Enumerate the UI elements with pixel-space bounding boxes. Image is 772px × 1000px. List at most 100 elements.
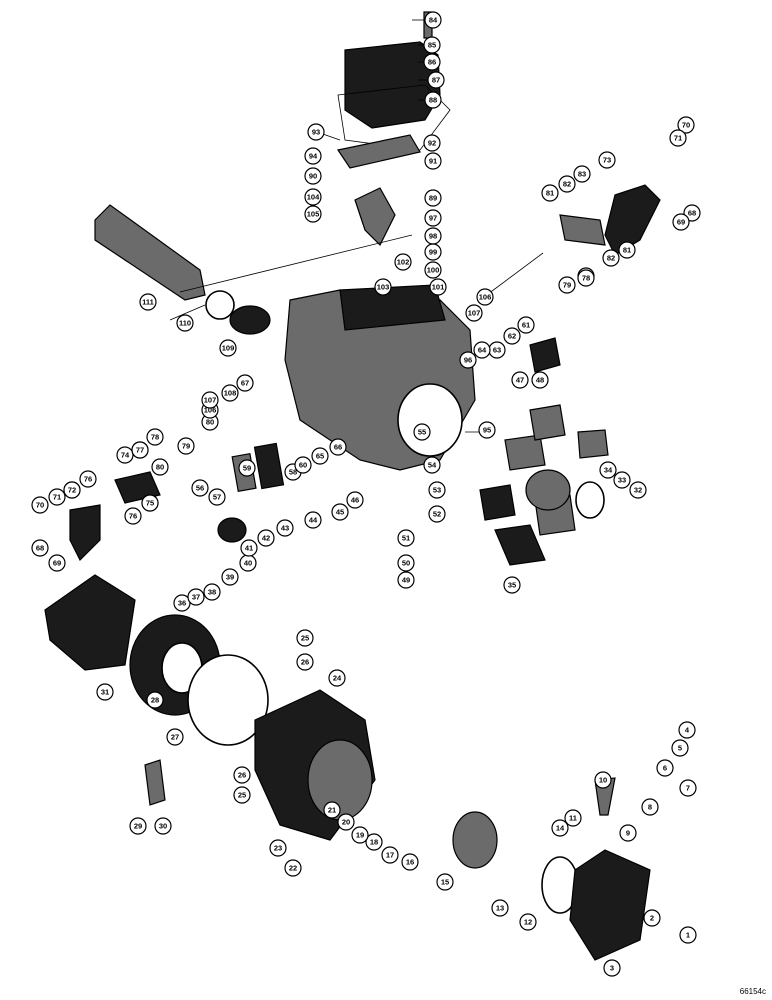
callout-number: 97: [429, 214, 437, 223]
end-plate-housing: [44, 574, 136, 671]
callout-5: 5: [671, 739, 689, 757]
callout-circle: [473, 341, 491, 359]
callout-number: 11: [569, 814, 577, 823]
callout-number: 88: [429, 96, 437, 105]
callout-number: 62: [508, 332, 516, 341]
callout-circle: [478, 421, 496, 439]
callout-number: 93: [312, 128, 320, 137]
callout-23: 23: [269, 839, 287, 857]
callout-circle: [629, 481, 647, 499]
callout-number: 24: [333, 674, 342, 683]
callout-44: 44: [304, 511, 322, 529]
callout-number: 21: [328, 806, 336, 815]
callout-number: 71: [53, 493, 61, 502]
callout-number: 61: [522, 321, 530, 330]
callout-circle: [304, 188, 322, 206]
callout-number: 68: [688, 209, 696, 218]
callout-15: 15: [436, 873, 454, 891]
callout-107: 107: [201, 391, 219, 409]
callout-circle: [503, 576, 521, 594]
callout-number: 73: [603, 156, 611, 165]
o-ring-large: [187, 654, 269, 746]
callout-6: 6: [656, 759, 674, 777]
callout-53: 53: [428, 481, 446, 499]
callout-number: 75: [146, 499, 154, 508]
callout-number: 76: [129, 512, 137, 521]
callout-number: 40: [244, 559, 252, 568]
callout-circle: [669, 129, 687, 147]
callout-25: 25: [233, 786, 251, 804]
callout-circle: [613, 471, 631, 489]
callout-circle: [679, 926, 697, 944]
callout-94: 94: [304, 147, 322, 165]
callout-number: 95: [483, 426, 491, 435]
callout-circle: [328, 669, 346, 687]
callout-11: 11: [564, 809, 582, 827]
callout-68: 68: [683, 204, 701, 222]
figure-code: 66154c: [739, 987, 766, 996]
callout-circle: [671, 739, 689, 757]
callout-circle: [139, 293, 157, 311]
callout-20: 20: [337, 813, 355, 831]
callout-circle: [672, 213, 690, 231]
callout-number: 79: [563, 281, 571, 290]
callout-85: 85: [423, 36, 441, 54]
callout-62: 62: [503, 327, 521, 345]
callout-number: 78: [151, 433, 159, 442]
callout-92: 92: [423, 134, 441, 152]
callout-number: 25: [301, 634, 309, 643]
callout-35: 35: [503, 576, 521, 594]
callout-101: 101: [429, 278, 447, 296]
callout-circle: [511, 371, 529, 389]
weight-segment: [529, 404, 566, 441]
callout-circle: [401, 853, 419, 871]
callout-number: 34: [604, 466, 613, 475]
callout-number: 102: [397, 258, 410, 267]
callout-circle: [304, 167, 322, 185]
callout-circle: [116, 446, 134, 464]
weight-segment: [479, 484, 516, 521]
callout-circle: [269, 839, 287, 857]
callout-number: 81: [623, 246, 631, 255]
callout-circle: [519, 913, 537, 931]
callout-circle: [311, 447, 329, 465]
callout-70: 70: [677, 116, 695, 134]
callout-circle: [233, 766, 251, 784]
callout-27: 27: [166, 728, 184, 746]
callout-number: 1: [686, 931, 690, 940]
callout-number: 67: [241, 379, 249, 388]
plug: [217, 517, 247, 543]
callout-circle: [619, 824, 637, 842]
callout-number: 107: [468, 309, 481, 318]
callout-102: 102: [394, 253, 412, 271]
callout-number: 98: [429, 232, 437, 241]
callout-55: 55: [413, 423, 431, 441]
callout-19: 19: [351, 826, 369, 844]
callout-circle: [423, 134, 441, 152]
callout-circle: [599, 461, 617, 479]
callout-16: 16: [401, 853, 419, 871]
callout-circle: [208, 488, 226, 506]
callout-31: 31: [96, 683, 114, 701]
callout-circle: [48, 554, 66, 572]
callout-circle: [423, 36, 441, 54]
callout-circle: [517, 316, 535, 334]
callout-circle: [643, 909, 661, 927]
callout-number: 110: [179, 319, 191, 328]
callout-76: 76: [124, 507, 142, 525]
callout-circle: [423, 456, 441, 474]
callout-circle: [63, 481, 81, 499]
callout-84: 84: [424, 11, 442, 29]
callout-26: 26: [296, 653, 314, 671]
callout-number: 96: [464, 356, 472, 365]
callout-circle: [602, 249, 620, 267]
callout-number: 2: [650, 914, 654, 923]
callout-circle: [331, 503, 349, 521]
callout-circle: [423, 53, 441, 71]
callout-49: 49: [397, 571, 415, 589]
callout-number: 85: [428, 41, 436, 50]
callout-circle: [187, 588, 205, 606]
callout-circle: [31, 496, 49, 514]
callout-number: 65: [316, 452, 324, 461]
callout-90: 90: [304, 167, 322, 185]
